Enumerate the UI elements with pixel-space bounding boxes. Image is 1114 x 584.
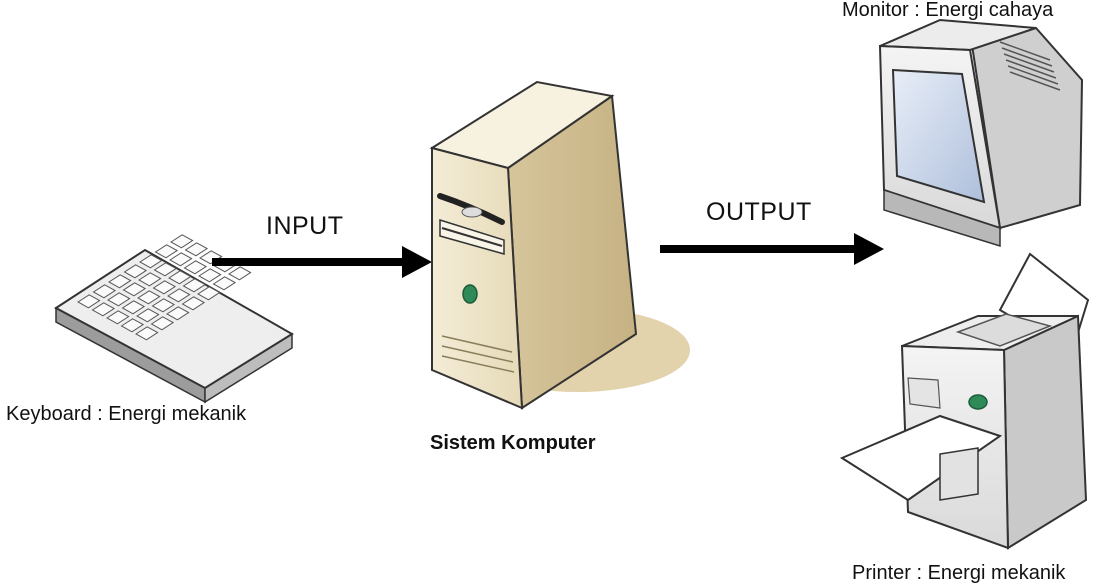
output-arrow — [660, 233, 884, 265]
keyboard-key — [139, 254, 163, 269]
monitor-caption: Monitor : Energi cahaya — [842, 0, 1054, 21]
keyboard-key — [135, 326, 159, 341]
keyboard-key — [152, 280, 177, 295]
keyboard-key — [120, 318, 145, 333]
keyboard-key — [153, 262, 178, 277]
keyboard-key — [150, 316, 175, 331]
system-caption: Sistem Komputer — [430, 432, 596, 454]
keyboard-key — [182, 278, 207, 293]
monitor-icon — [878, 18, 1084, 248]
keyboard-key — [166, 306, 190, 321]
computer-tower-icon — [429, 80, 690, 410]
keyboard-key — [169, 252, 193, 267]
keyboard-key — [77, 294, 101, 309]
input-arrow — [212, 246, 432, 278]
keyboard-key — [168, 270, 192, 285]
keyboard-key — [106, 310, 130, 325]
keyboard-key — [91, 302, 116, 317]
keyboard-key — [138, 272, 162, 287]
output-label: OUTPUT — [706, 198, 812, 226]
keyboard-key — [183, 260, 208, 275]
keyboard-key — [197, 286, 221, 301]
keyboard-caption: Keyboard : Energi mekanik — [6, 403, 247, 425]
keyboard-key — [181, 296, 206, 311]
keyboard-key — [151, 298, 176, 313]
keyboard-key — [123, 264, 148, 279]
keyboard-key — [154, 244, 179, 259]
keyboard-key — [184, 242, 209, 257]
keyboard-key — [198, 268, 222, 283]
keyboard-icon — [54, 234, 294, 404]
input-label: INPUT — [266, 212, 344, 240]
keyboard-key — [92, 284, 117, 299]
keyboard-key — [121, 300, 146, 315]
keyboard-key — [167, 288, 191, 303]
keyboard-key — [136, 308, 160, 323]
keyboard-key — [199, 250, 223, 265]
keyboard-key — [107, 292, 131, 307]
keyboard-key — [108, 274, 132, 289]
keyboard-key — [122, 282, 147, 297]
keyboard-key — [137, 290, 161, 305]
printer-icon — [839, 252, 1090, 550]
keyboard-key — [212, 276, 237, 291]
keyboard-key — [228, 266, 252, 281]
keyboard-key — [170, 234, 194, 249]
printer-caption: Printer : Energi mekanik — [852, 562, 1066, 584]
